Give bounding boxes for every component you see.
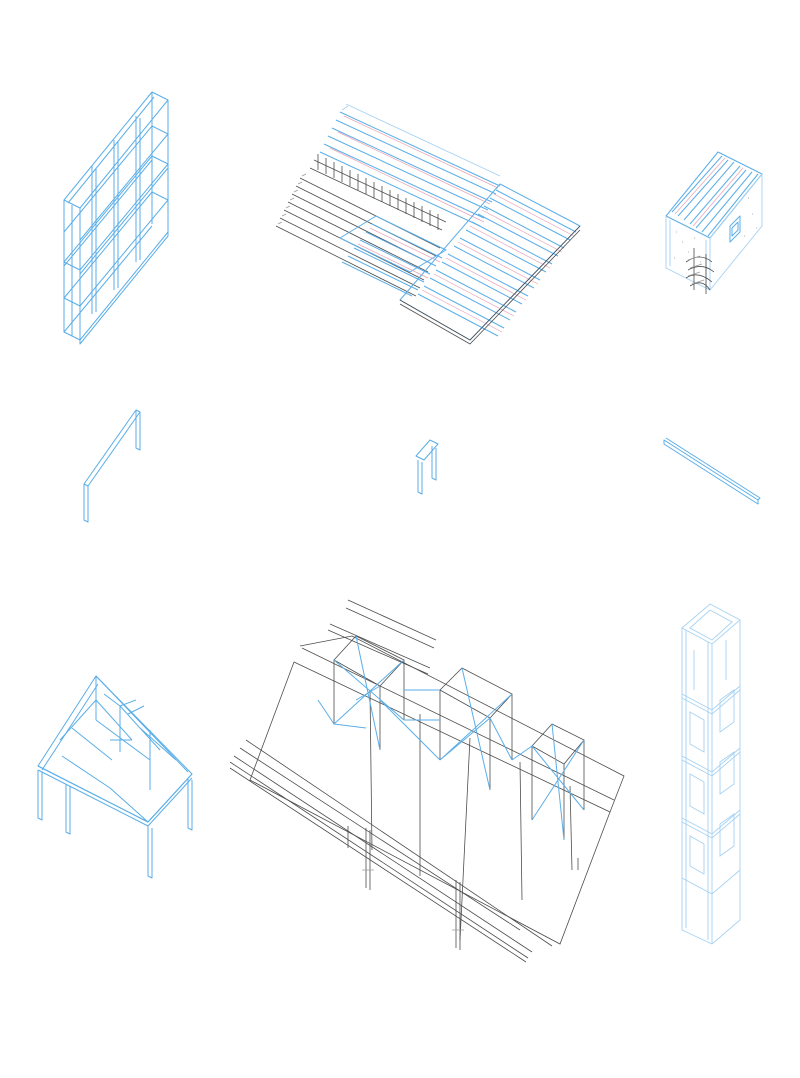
post-bracket-component-drawing xyxy=(415,439,439,495)
angled-beam-component-drawing xyxy=(83,409,141,523)
cabin-drawing xyxy=(665,151,763,294)
long-rail-component-drawing xyxy=(663,437,761,505)
tower-frame-drawing xyxy=(681,603,741,945)
gable-truss-frame-drawing xyxy=(37,675,193,879)
floor-joist-assembly-drawing xyxy=(275,103,581,345)
bookshelf-frame-drawing xyxy=(63,91,169,345)
roof-structure-drawing xyxy=(229,599,625,963)
